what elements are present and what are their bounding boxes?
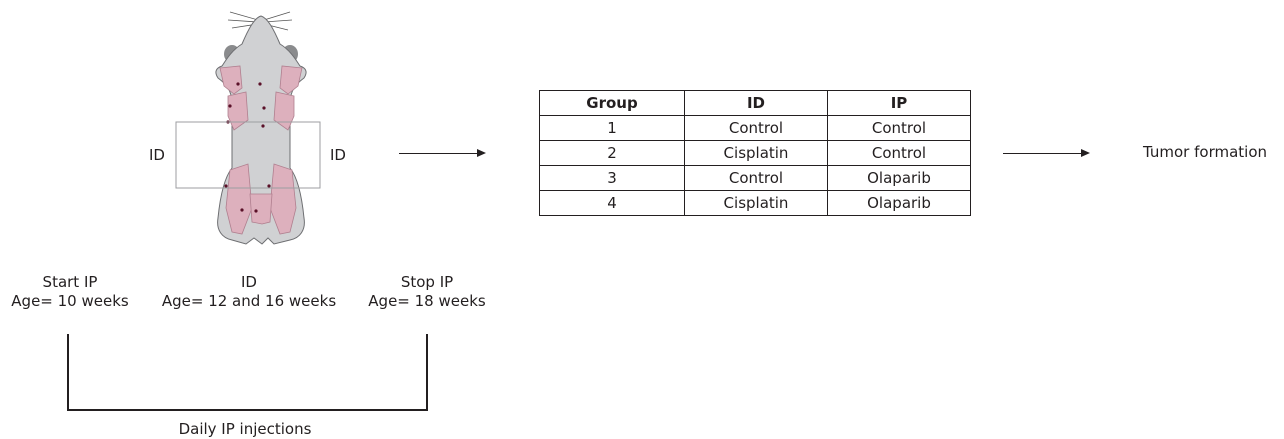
stop-ip-label: Stop IP Age= 18 weeks xyxy=(362,273,492,311)
table-header-group: Group xyxy=(539,90,685,116)
treatment-groups-table: Group ID IP 1 Control Control 2 Cisplati… xyxy=(539,90,971,216)
id-label-right: ID xyxy=(330,146,346,164)
table-cell-id: Control xyxy=(684,115,828,141)
daily-ip-injections-label: Daily IP injections xyxy=(178,420,312,438)
table-row: 3 Control Olaparib xyxy=(539,165,971,191)
table-cell-group: 2 xyxy=(539,140,685,166)
tumor-formation-label: Tumor formation xyxy=(1143,143,1268,161)
table-cell-ip: Control xyxy=(827,115,971,141)
stop-ip-title: Stop IP xyxy=(400,273,454,291)
arrow-to-table-line xyxy=(399,153,477,154)
arrow-to-outcome-head xyxy=(1081,149,1090,157)
table-row: 2 Cisplatin Control xyxy=(539,140,971,166)
table-cell-ip: Control xyxy=(827,140,971,166)
arrow-to-outcome-line xyxy=(1003,153,1081,154)
id-timing-title: ID xyxy=(241,273,257,291)
table-cell-id: Cisplatin xyxy=(684,190,828,216)
table-cell-group: 1 xyxy=(539,115,685,141)
id-timing-label: ID Age= 12 and 16 weeks xyxy=(158,273,340,311)
table-row: 4 Cisplatin Olaparib xyxy=(539,190,971,216)
table-cell-ip: Olaparib xyxy=(827,165,971,191)
stop-ip-age: Age= 18 weeks xyxy=(368,292,486,310)
table-cell-id: Cisplatin xyxy=(684,140,828,166)
start-ip-title: Start IP xyxy=(42,273,98,291)
table-row: 1 Control Control xyxy=(539,115,971,141)
table-header-id: ID xyxy=(684,90,828,116)
id-timing-age: Age= 12 and 16 weeks xyxy=(161,292,337,310)
table-cell-ip: Olaparib xyxy=(827,190,971,216)
table-header-ip: IP xyxy=(827,90,971,116)
table-cell-id: Control xyxy=(684,165,828,191)
table-cell-group: 4 xyxy=(539,190,685,216)
start-ip-label: Start IP Age= 10 weeks xyxy=(0,273,140,311)
injection-bracket xyxy=(67,334,428,411)
start-ip-age: Age= 10 weeks xyxy=(11,292,129,310)
table-header-row: Group ID IP xyxy=(539,90,971,116)
id-label-left: ID xyxy=(149,146,165,164)
mouse-illustration xyxy=(175,11,321,245)
arrow-to-table-head xyxy=(477,149,486,157)
table-cell-group: 3 xyxy=(539,165,685,191)
